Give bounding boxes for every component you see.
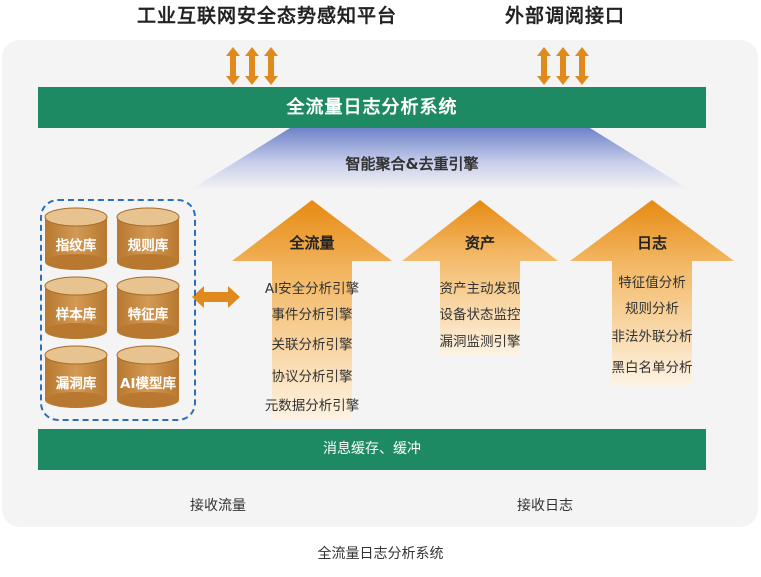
db-ai-models: AI模型库 (120, 376, 176, 392)
receive-traffic-label: 接收流量 (190, 498, 246, 514)
db-features: 特征库 (127, 307, 169, 323)
db-rules: 规则库 (127, 238, 169, 254)
external-interface-title: 外部调阅接口 (505, 5, 626, 27)
traffic-item: AI安全分析引擎 (264, 281, 360, 297)
db-samples: 样本库 (55, 307, 97, 323)
engine-label: 智能聚合&去重引擎 (345, 155, 479, 173)
platform-title: 工业互联网安全态势感知平台 (137, 5, 398, 27)
db-vulnerabilities: 漏洞库 (55, 376, 97, 392)
log-item: 特征值分析 (618, 275, 686, 291)
traffic-item: 协议分析引擎 (271, 369, 353, 385)
asset-item: 设备状态监控 (439, 307, 521, 323)
traffic-item: 元数据分析引擎 (264, 398, 360, 414)
database-cylinders (44, 207, 180, 408)
log-arrow-shape (570, 200, 734, 385)
asset-item: 漏洞监测引擎 (439, 334, 521, 350)
log-arrow-title: 日志 (636, 234, 667, 252)
aggregation-engine-shape (190, 128, 690, 190)
interface-double-arrows (537, 47, 589, 85)
asset-arrow-title: 资产 (464, 234, 495, 252)
figure-caption: 全流量日志分析系统 (317, 546, 444, 562)
log-item: 黑白名单分析 (611, 360, 693, 376)
database-group (40, 199, 196, 421)
system-bar: 全流量日志分析系统 (38, 87, 706, 128)
platform-double-arrows (226, 47, 278, 85)
db-link-double-arrow (192, 286, 240, 308)
log-item: 非法外联分析 (611, 329, 693, 345)
traffic-arrow-title: 全流量 (289, 234, 335, 252)
asset-item: 资产主动发现 (439, 281, 521, 297)
message-buffer-bar: 消息缓存、缓冲 (38, 429, 706, 470)
log-item: 规则分析 (625, 301, 679, 317)
traffic-arrow-shape (232, 200, 392, 420)
traffic-item: 事件分析引擎 (271, 307, 353, 323)
asset-arrow-shape (402, 200, 558, 355)
traffic-item: 关联分析引擎 (271, 337, 353, 353)
receive-logs-label: 接收日志 (517, 498, 573, 514)
db-fingerprint: 指纹库 (55, 238, 97, 254)
